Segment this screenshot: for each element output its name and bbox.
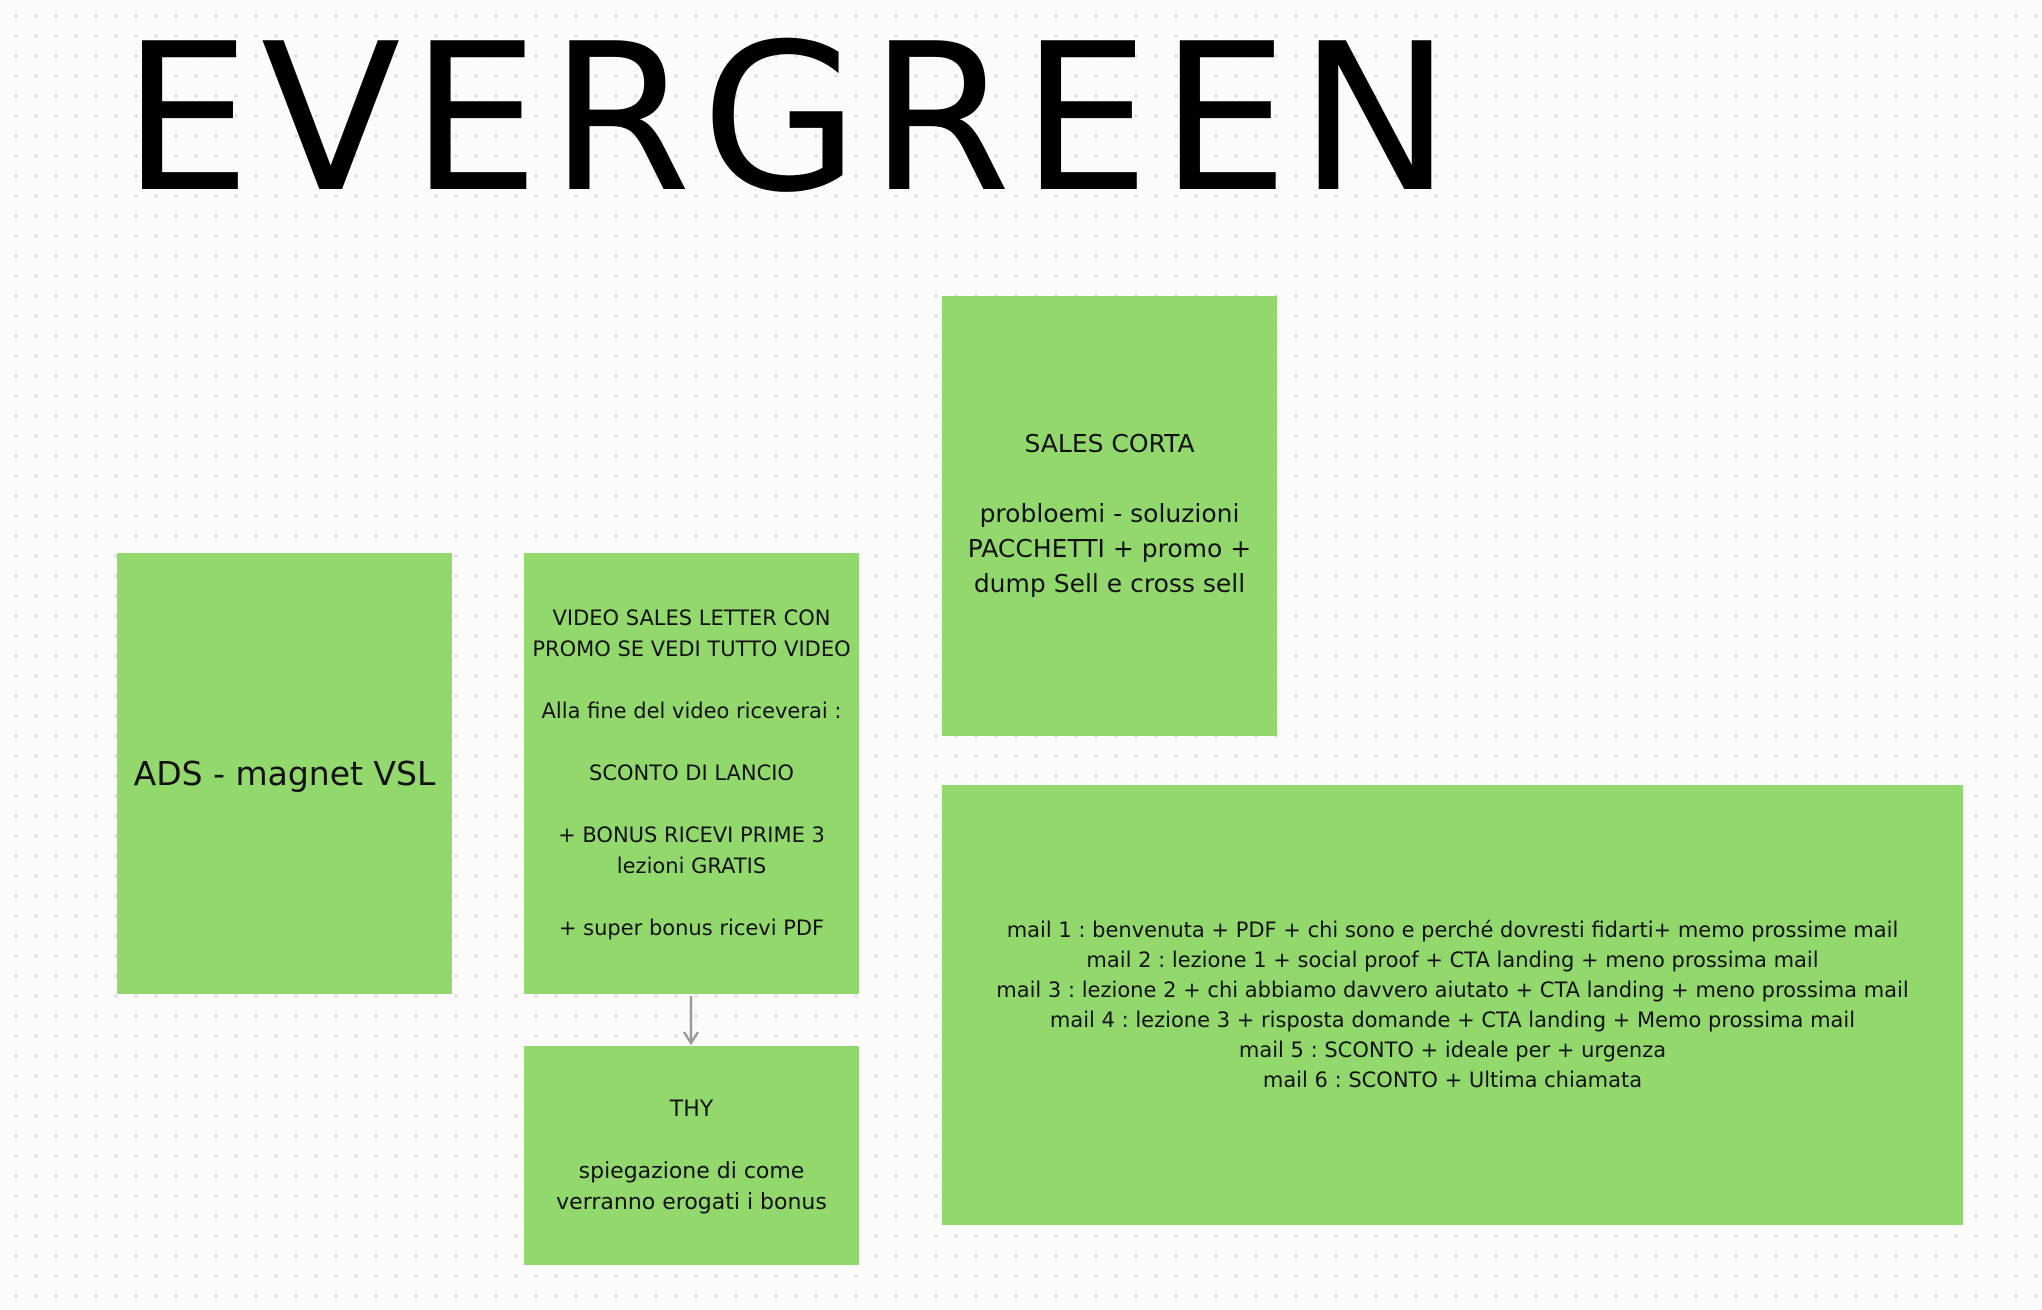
sticky-note-sales-text: SALES CORTA probloemi - soluzioni PACCHE… [967, 429, 1252, 598]
sticky-note-mail-text: mail 1 : benvenuta + PDF + chi sono e pe… [996, 918, 1909, 1092]
arrowhead-icon [682, 1031, 700, 1046]
sticky-note-ads[interactable]: ADS - magnet VSL [117, 553, 452, 994]
sticky-note-vsl-text: VIDEO SALES LETTER CON PROMO SE VEDI TUT… [532, 606, 851, 940]
sticky-note-ads-text: ADS - magnet VSL [133, 753, 436, 793]
sticky-note-mail-sequence[interactable]: mail 1 : benvenuta + PDF + chi sono e pe… [942, 785, 1963, 1225]
sticky-note-thy-text: THY spiegazione di come verranno erogati… [556, 1096, 827, 1215]
sticky-note-video-sales-letter[interactable]: VIDEO SALES LETTER CON PROMO SE VEDI TUT… [524, 553, 859, 994]
connector-vsl-to-thy[interactable] [682, 996, 700, 1046]
sticky-note-sales-corta[interactable]: SALES CORTA probloemi - soluzioni PACCHE… [942, 296, 1277, 736]
sticky-note-thank-you[interactable]: THY spiegazione di come verranno erogati… [524, 1046, 859, 1265]
board-title: EVERGREEN [122, 1, 1462, 238]
